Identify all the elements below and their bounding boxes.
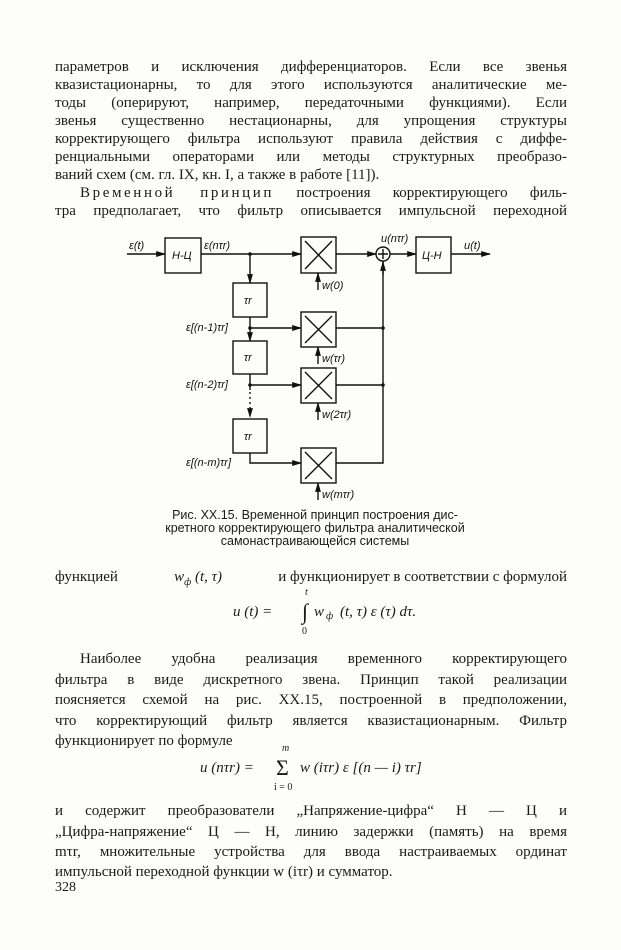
text-line: Наиболее удобна реализация временного ко…: [80, 651, 567, 667]
integral-upper: t: [305, 587, 308, 598]
text-line: функционирует по формуле: [55, 733, 233, 749]
label-u-n: u(nτr): [381, 233, 409, 245]
sum-lower: i = 0: [274, 782, 293, 793]
inline-math: wф (t, τ): [174, 569, 222, 588]
block-diagram: ε(t) Н-Ц ε(nτr) u(nτr) Ц-Н u(t) τr τr τr…: [127, 233, 491, 501]
text-line: что корректирующий фильтр является квази…: [55, 713, 567, 729]
label-wm: w(mτr): [322, 489, 355, 501]
text: и функционирует в соответствии с формуло…: [278, 569, 567, 585]
dac-block: [415, 236, 452, 274]
label-adc: Н-Ц: [172, 250, 192, 262]
sum-upper: m: [282, 743, 290, 754]
label-output: u(t): [464, 240, 481, 252]
emphasized-phrase: Временной принцип: [80, 185, 275, 201]
formula-rest: w (iτr) ε [(n — i) τr]: [300, 760, 422, 776]
figure-caption: Рис. XX.15. Временной принцип построения…: [172, 508, 458, 522]
label-input: ε(t): [129, 240, 145, 252]
formula-lhs: u (nτr) =: [200, 760, 254, 776]
text-line: корректирующего фильтра используют прави…: [55, 131, 567, 147]
formula-lhs: u (t) =: [233, 604, 273, 620]
text: функцией: [55, 569, 118, 585]
adc-block: [164, 237, 202, 274]
integral-lower: 0: [302, 626, 307, 637]
label-e-nm: ε[(n-m)τr]: [186, 457, 232, 469]
formula-rest: (t, τ) ε (τ) dτ.: [340, 604, 417, 620]
text-line: и содержит преобразователи „Напряжение-ц…: [55, 803, 567, 819]
text-line: импульсной переходной функции w (iτr) и …: [55, 864, 393, 880]
math-sub: ф: [184, 577, 192, 588]
formula-w: w: [314, 604, 325, 620]
figure-caption: самонастраивающейся системы: [220, 534, 410, 548]
label-delay: τr: [244, 295, 253, 307]
text-line-8: Временной принцип построения корректирую…: [80, 185, 567, 202]
label-w1: w(τr): [322, 353, 345, 365]
label-w0: w(0): [322, 280, 344, 292]
sum-sign: Σ: [276, 755, 289, 780]
math-w: w: [174, 569, 185, 585]
text-line: фильтра в виде дискретного звена. Принци…: [55, 672, 567, 688]
text-line: тра предполагает, что фильтр описывается…: [55, 203, 567, 219]
label-dac: Ц-Н: [422, 250, 442, 262]
text-line: „Цифра-напряжение“ Ц — Н, линию задержки…: [55, 824, 567, 840]
label-delay: τr: [244, 431, 253, 443]
text-line: квазистационарны, то для этого использую…: [55, 77, 567, 93]
text: построения корректирующего филь-: [274, 185, 568, 201]
label-e-n: ε(nτr): [204, 240, 230, 252]
label-delay: τr: [244, 352, 253, 364]
label-e-n2: ε[(n-2)τr]: [186, 379, 229, 391]
text-line: mτr, множительные устройства для ввода н…: [55, 844, 567, 860]
integral-sign: ∫: [302, 599, 309, 624]
text-line: параметров и исключения дифференциаторов…: [55, 59, 567, 75]
text-line: звенья существенно нестационарны, для уп…: [55, 113, 567, 129]
page-number: 328: [55, 880, 76, 895]
text-line: тоды (оперируют, например, передаточными…: [55, 95, 567, 111]
text-line: поясняется схемой на рис. XX.15, построе…: [55, 692, 567, 708]
formula-sub: ф: [326, 611, 334, 622]
label-w2: w(2τr): [322, 409, 352, 421]
text-line: ренциальными операторами или методы стру…: [55, 149, 567, 165]
text-line: функцией wф (t, τ) и функционирует в соо…: [55, 569, 567, 588]
text-line: ваний схем (см. гл. IX, кн. I, а также в…: [55, 167, 380, 183]
figure-caption: кретного корректирующего фильтра аналити…: [165, 521, 465, 535]
math-args: (t, τ): [195, 569, 223, 585]
label-e-n1: ε[(n-1)τr]: [186, 322, 229, 334]
